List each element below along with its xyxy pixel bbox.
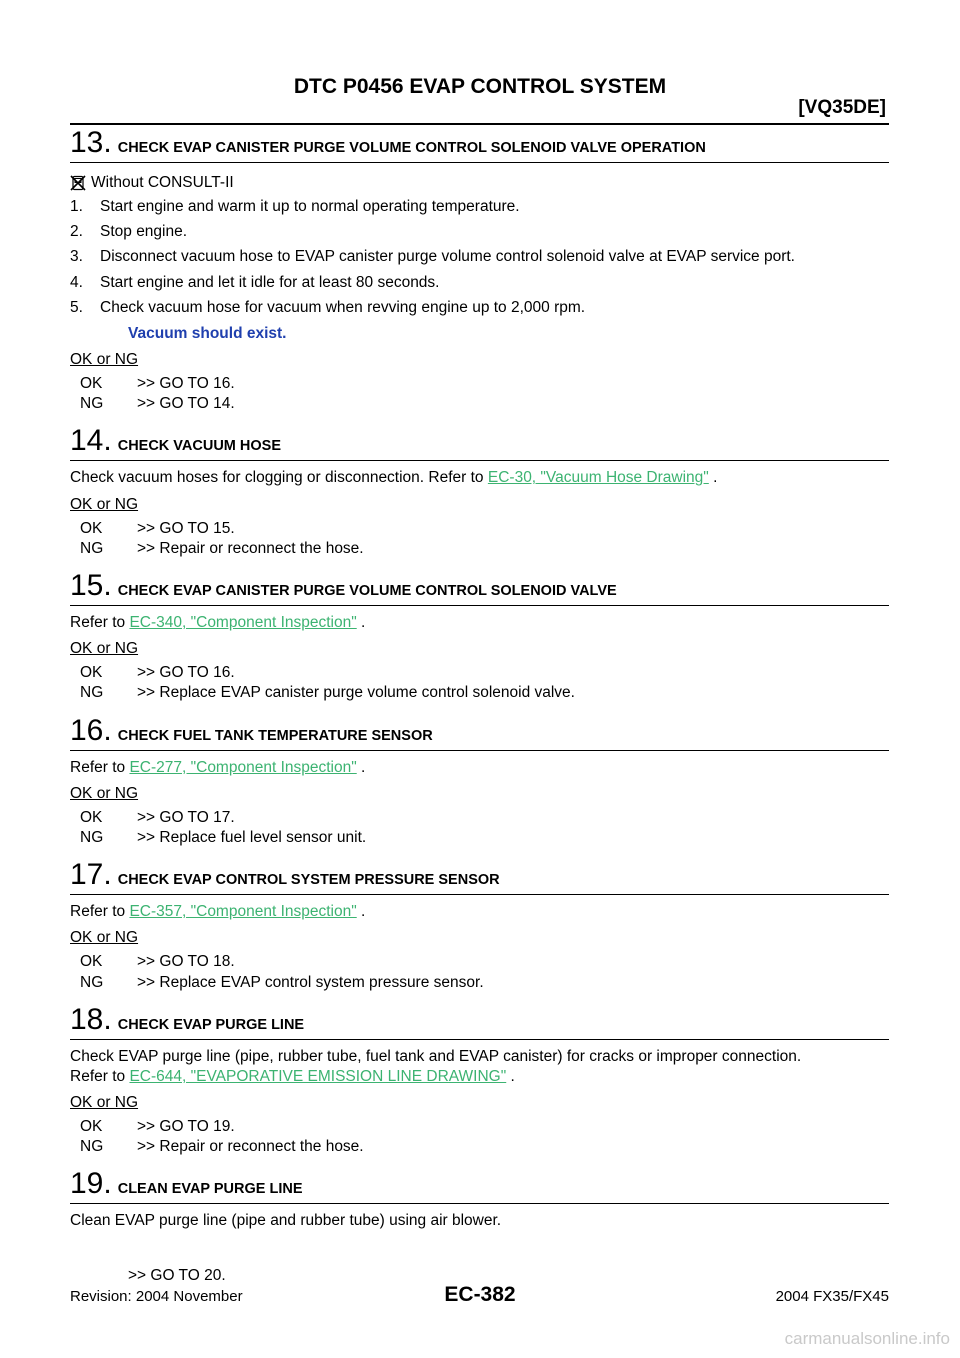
list-item: 4.Start engine and let it idle for at le… (70, 273, 440, 291)
consult-note: Without CONSULT-II (70, 173, 889, 193)
page-title: DTC P0456 EVAP CONTROL SYSTEM (293, 75, 667, 98)
result-ng: NG>> Replace EVAP control system pressur… (80, 973, 484, 991)
step-instruction: Refer to EC-277, "Component Inspection" … (70, 758, 366, 776)
step-15-heading: 15. CHECK EVAP CANISTER PURGE VOLUME CON… (70, 568, 889, 606)
header-rule (70, 123, 889, 125)
next-step: >> GO TO 20. (128, 1266, 226, 1284)
result-ok: OK>> GO TO 16. (80, 664, 235, 682)
ok-or-ng-label: OK or NG (70, 1093, 139, 1111)
page-number: EC-382 (444, 1283, 516, 1306)
ok-or-ng-label: OK or NG (70, 640, 139, 658)
result-branches: OK>> GO TO 16. NG>> GO TO 14. (80, 374, 889, 414)
step-title: CHECK VACUUM HOSE (117, 438, 281, 455)
step-14-heading: 14. CHECK VACUUM HOSE (70, 424, 889, 462)
reference-link[interactable]: EC-644, "EVAPORATIVE EMISSION LINE DRAWI… (129, 1067, 507, 1085)
list-item: 2.Stop engine. (70, 223, 188, 241)
page-content: 13. CHECK EVAP CANISTER PURGE VOLUME CON… (70, 128, 889, 1286)
revision-date: Revision: 2004 November (70, 1288, 243, 1305)
list-item: 3.Disconnect vacuum hose to EVAP caniste… (70, 248, 795, 266)
result-branches: OK>> GO TO 19. NG>> Repair or reconnect … (80, 1117, 889, 1157)
reference-link[interactable]: EC-340, "Component Inspection" (129, 613, 357, 631)
procedure-list: 1.Start engine and warm it up to normal … (70, 197, 889, 318)
vehicle-model: 2004 FX35/FX45 (775, 1288, 889, 1305)
step-instruction: Refer to EC-357, "Component Inspection" … (70, 903, 366, 921)
step-instruction: Refer to EC-340, "Component Inspection" … (70, 613, 366, 631)
step-number: 16. (70, 713, 112, 747)
result-branches: OK>> GO TO 16. NG>> Replace EVAP caniste… (80, 663, 889, 703)
result-ng: NG>> Repair or reconnect the hose. (80, 1138, 364, 1156)
expected-result: Vacuum should exist. (128, 324, 287, 342)
step-title: CHECK EVAP CANISTER PURGE VOLUME CONTROL… (117, 140, 706, 156)
note-label: Without CONSULT-II (91, 174, 234, 191)
ok-or-ng-label: OK or NG (70, 495, 139, 513)
step-title: CLEAN EVAP PURGE LINE (117, 1181, 303, 1198)
step-number: 19. (70, 1167, 112, 1201)
step-number: 18. (70, 1002, 112, 1036)
no-consult-icon (70, 175, 86, 191)
reference-link[interactable]: EC-357, "Component Inspection" (129, 903, 357, 921)
step-number: 14. (70, 424, 112, 458)
step-13-heading: 13. CHECK EVAP CANISTER PURGE VOLUME CON… (70, 128, 889, 163)
result-ng: NG>> Replace EVAP canister purge volume … (80, 684, 575, 702)
result-ng: NG>> GO TO 14. (80, 395, 235, 413)
engine-code: [VQ35DE] (798, 97, 886, 118)
step-number: 13. (70, 126, 112, 159)
step-18-heading: 18. CHECK EVAP PURGE LINE (70, 1002, 889, 1040)
ok-or-ng-label: OK or NG (70, 350, 139, 368)
result-branches: OK>> GO TO 18. NG>> Replace EVAP control… (80, 952, 889, 992)
step-instruction: Check vacuum hoses for clogging or disco… (70, 469, 718, 487)
result-ng: NG>> Repair or reconnect the hose. (80, 539, 364, 557)
result-ok: OK>> GO TO 18. (80, 953, 235, 971)
result-ng: NG>> Replace fuel level sensor unit. (80, 828, 367, 846)
ok-or-ng-label: OK or NG (70, 929, 139, 947)
step-number: 17. (70, 858, 112, 892)
step-16-heading: 16. CHECK FUEL TANK TEMPERATURE SENSOR (70, 713, 889, 751)
watermark: carmanualsonline.info (784, 1329, 950, 1348)
step-title: CHECK EVAP CANISTER PURGE VOLUME CONTROL… (117, 582, 617, 599)
step-title: CHECK EVAP PURGE LINE (117, 1016, 305, 1033)
list-item: 1.Start engine and warm it up to normal … (70, 198, 520, 216)
result-ok: OK>> GO TO 16. (80, 375, 235, 393)
step-19-heading: 19. CLEAN EVAP PURGE LINE (70, 1167, 889, 1205)
step-title: CHECK EVAP CONTROL SYSTEM PRESSURE SENSO… (117, 872, 500, 889)
ok-or-ng-label: OK or NG (70, 784, 139, 802)
result-ok: OK>> GO TO 19. (80, 1118, 235, 1136)
step-title: CHECK FUEL TANK TEMPERATURE SENSOR (117, 727, 433, 744)
result-ok: OK>> GO TO 17. (80, 808, 235, 826)
result-branches: OK>> GO TO 15. NG>> Repair or reconnect … (80, 519, 889, 559)
result-ok: OK>> GO TO 15. (80, 519, 235, 537)
step-17-heading: 17. CHECK EVAP CONTROL SYSTEM PRESSURE S… (70, 858, 889, 896)
step-instruction: Clean EVAP purge line (pipe and rubber t… (70, 1212, 502, 1230)
list-item: 5.Check vacuum hose for vacuum when revv… (70, 298, 586, 316)
reference-link[interactable]: EC-30, "Vacuum Hose Drawing" (487, 469, 709, 487)
result-branches: OK>> GO TO 17. NG>> Replace fuel level s… (80, 808, 889, 848)
reference-link[interactable]: EC-277, "Component Inspection" (129, 758, 357, 776)
step-instruction: Check EVAP purge line (pipe, rubber tube… (70, 1047, 802, 1085)
step-number: 15. (70, 568, 112, 602)
